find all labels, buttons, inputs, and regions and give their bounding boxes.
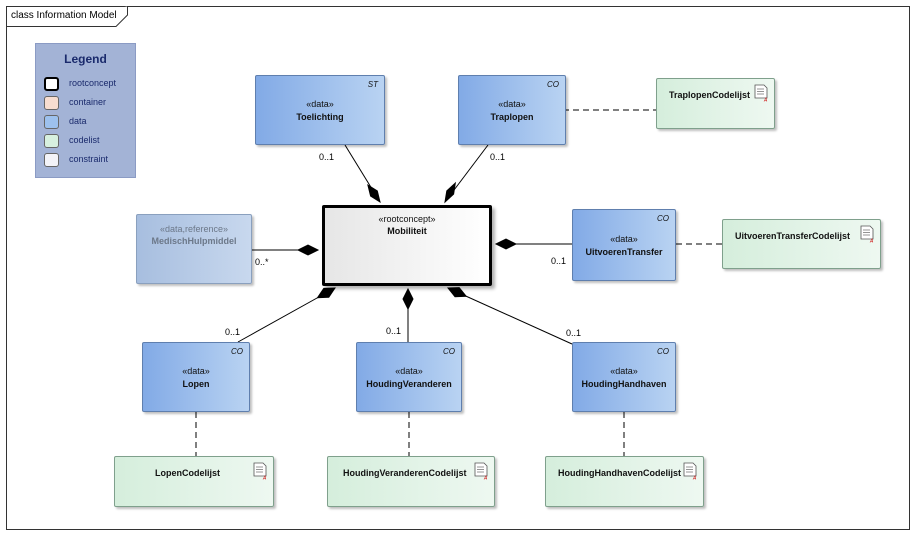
svg-text:A: A [763, 98, 768, 103]
document-icon: A [860, 225, 874, 243]
class-stereotype: «data,reference» [159, 224, 229, 234]
class-name: Traplopen [490, 112, 534, 122]
multiplicity-medisch: 0..* [255, 257, 269, 267]
codelist-lopen[interactable]: LopenCodelijst A [114, 456, 274, 507]
class-tag: CO [547, 80, 559, 89]
legend-swatch-codelist [44, 134, 59, 148]
assoc-line-houding-handhaven [447, 287, 573, 345]
codelist-name: LopenCodelijst [155, 468, 220, 478]
document-icon: A [253, 462, 267, 480]
class-stereotype: «data» [395, 366, 423, 376]
class-mobiliteit[interactable]: «rootconcept» Mobiliteit [322, 205, 492, 286]
class-stereotype: «rootconcept» [378, 214, 436, 224]
class-traplopen[interactable]: CO «data» Traplopen [458, 75, 566, 145]
class-tag: CO [657, 214, 669, 223]
codelist-name: HoudingVeranderenCodelijst [343, 468, 467, 478]
legend-label-rootconcept: rootconcept [69, 78, 117, 88]
class-houding-handhaven[interactable]: CO «data» HoudingHandhaven [572, 342, 676, 412]
svg-text:A: A [692, 476, 697, 481]
class-tag: CO [657, 347, 669, 356]
legend: Legend rootconcept container data codeli… [35, 43, 136, 178]
composition-diamond-lopen [316, 287, 336, 299]
class-houding-veranderen[interactable]: CO «data» HoudingVeranderen [356, 342, 462, 412]
codelist-uitvoeren-transfer[interactable]: UitvoerenTransferCodelijst A [722, 219, 881, 269]
class-name: MedischHulpmiddel [151, 236, 237, 246]
document-icon: A [754, 84, 768, 102]
title-tab-outline [6, 6, 128, 27]
class-tag: CO [443, 347, 455, 356]
legend-title: Legend [64, 52, 107, 66]
class-toelichting[interactable]: ST «data» Toelichting [255, 75, 385, 145]
class-uitvoeren-transfer[interactable]: CO «data» UitvoerenTransfer [572, 209, 676, 281]
multiplicity-houding-veranderen: 0..1 [386, 326, 402, 336]
class-medisch-hulpmiddel[interactable]: «data,reference» MedischHulpmiddel [136, 214, 252, 284]
class-stereotype: «data» [610, 366, 638, 376]
class-stereotype: «data» [610, 234, 638, 244]
class-stereotype: «data» [306, 99, 334, 109]
class-name: HoudingVeranderen [366, 379, 452, 389]
svg-text:A: A [262, 476, 267, 481]
composition-diamond-houding-veranderen [402, 287, 414, 311]
multiplicity-houding-handhaven: 0..1 [566, 328, 582, 338]
svg-text:A: A [483, 476, 488, 481]
composition-diamond-uitvoeren [494, 238, 518, 250]
multiplicity-uitvoeren: 0..1 [551, 256, 567, 266]
legend-label-data: data [69, 116, 87, 126]
class-name: Mobiliteit [387, 226, 427, 236]
multiplicity-lopen: 0..1 [225, 327, 241, 337]
diagram-title: class Information Model [11, 10, 117, 21]
class-tag: ST [367, 80, 378, 89]
legend-swatch-data [44, 115, 59, 129]
codelist-name: UitvoerenTransferCodelijst [735, 231, 851, 241]
multiplicity-toelichting: 0..1 [319, 152, 335, 162]
svg-text:A: A [869, 239, 874, 244]
composition-diamond-toelichting [367, 184, 381, 204]
legend-swatch-container [44, 96, 59, 110]
class-lopen[interactable]: CO «data» Lopen [142, 342, 250, 412]
class-name: Toelichting [296, 112, 344, 122]
legend-label-container: container [69, 97, 107, 107]
multiplicity-traplopen: 0..1 [490, 152, 506, 162]
class-stereotype: «data» [498, 99, 526, 109]
legend-label-codelist: codelist [69, 135, 100, 145]
composition-diamond-traplopen [444, 181, 457, 204]
class-name: Lopen [182, 379, 210, 389]
document-icon: A [683, 462, 697, 480]
class-name: HoudingHandhaven [581, 379, 667, 389]
codelist-houding-veranderen[interactable]: HoudingVeranderenCodelijst A [327, 456, 495, 507]
class-stereotype: «data» [182, 366, 210, 376]
codelist-houding-handhaven[interactable]: HoudingHandhavenCodelijst A [545, 456, 704, 507]
legend-swatch-constraint [44, 153, 59, 167]
composition-diamond-medisch [296, 244, 320, 256]
class-tag: CO [231, 347, 243, 356]
codelist-name: TraplopenCodelijst [669, 90, 751, 100]
composition-diamond-houding-handhaven [446, 287, 468, 298]
legend-swatch-rootconcept [44, 77, 59, 91]
codelist-name: HoudingHandhavenCodelijst [558, 468, 682, 478]
document-icon: A [474, 462, 488, 480]
codelist-traplopen[interactable]: TraplopenCodelijst A [656, 78, 775, 129]
legend-label-constraint: constraint [69, 154, 109, 164]
class-name: UitvoerenTransfer [585, 247, 663, 257]
